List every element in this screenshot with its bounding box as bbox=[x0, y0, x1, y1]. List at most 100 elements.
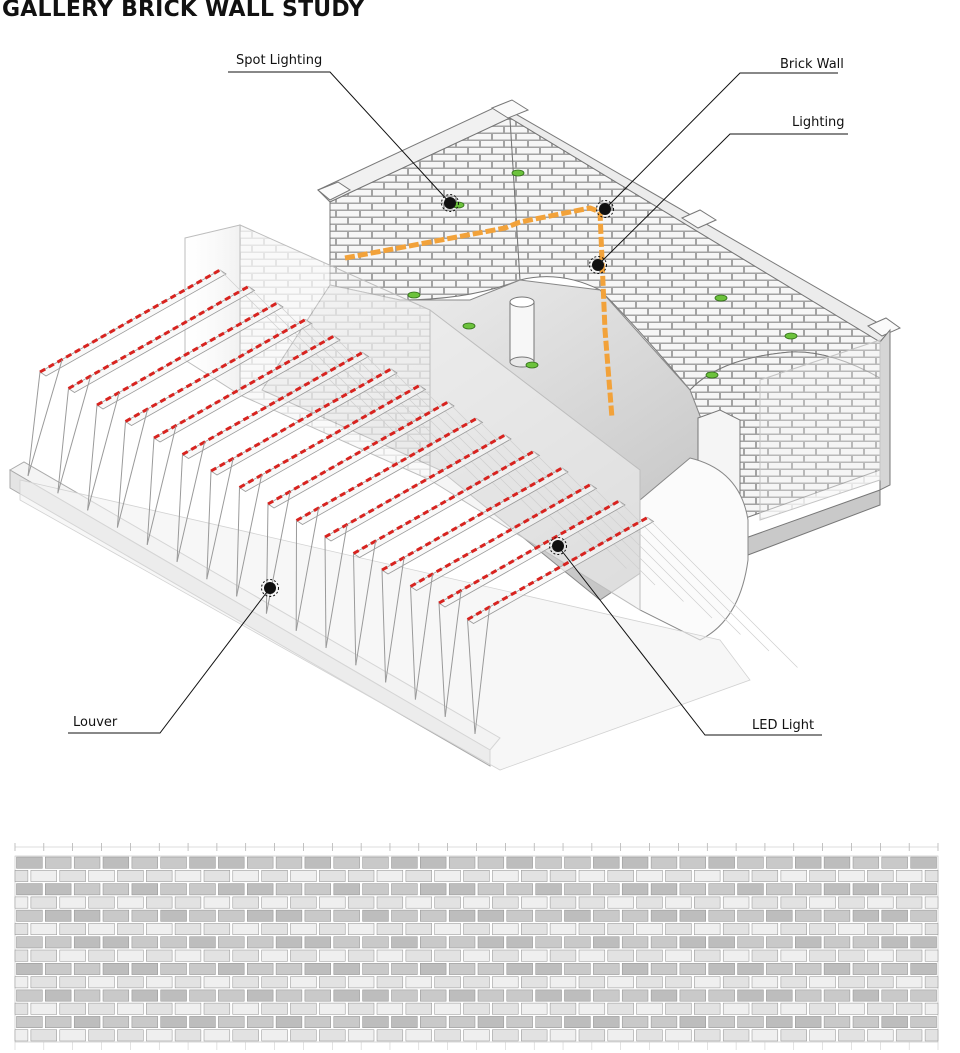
elevation-brick bbox=[881, 883, 908, 896]
elevation-brick bbox=[290, 1029, 317, 1042]
elevation-brick bbox=[852, 909, 880, 922]
elevation-brick bbox=[593, 909, 620, 922]
elevation-brick bbox=[737, 989, 764, 1002]
elevation-brick bbox=[434, 1002, 461, 1015]
elevation-brick bbox=[275, 909, 303, 922]
elevation-brick bbox=[45, 909, 72, 922]
elevation-brick bbox=[131, 963, 158, 975]
elevation-brick bbox=[376, 1002, 404, 1015]
elevation-brick bbox=[448, 936, 476, 949]
elevation-brick bbox=[102, 856, 130, 869]
elevation-brick bbox=[203, 976, 231, 989]
elevation-brick bbox=[895, 976, 923, 989]
elevation-brick bbox=[275, 856, 303, 869]
marker-louver bbox=[261, 579, 279, 597]
elevation-brick bbox=[391, 909, 418, 922]
elevation-brick bbox=[88, 1029, 115, 1042]
elevation-brick bbox=[621, 1016, 649, 1028]
elevation-brick bbox=[290, 870, 317, 882]
elevation-brick bbox=[347, 896, 375, 909]
elevation-brick bbox=[867, 896, 894, 909]
elevation-brick bbox=[593, 1016, 620, 1028]
elevation-brick bbox=[549, 923, 577, 935]
elevation-brick bbox=[30, 870, 57, 882]
elevation-brick bbox=[593, 989, 620, 1002]
elevation-brick bbox=[506, 989, 533, 1002]
elevation-brick bbox=[722, 949, 750, 962]
elevation-brick bbox=[823, 883, 851, 896]
elevation-brick bbox=[102, 909, 130, 922]
elevation-brick bbox=[492, 1002, 519, 1015]
elevation-brick bbox=[463, 976, 490, 989]
elevation-brick bbox=[73, 909, 101, 922]
elevation-brick bbox=[102, 1016, 130, 1028]
elevation-brick bbox=[362, 883, 389, 896]
marker-lighting bbox=[589, 256, 607, 274]
elevation-brick bbox=[434, 923, 461, 935]
elevation-brick bbox=[823, 909, 851, 922]
elevation-brick bbox=[881, 963, 908, 975]
elevation-brick bbox=[362, 1016, 389, 1028]
louver-fin bbox=[57, 285, 399, 494]
elevation-brick bbox=[420, 936, 447, 949]
elevation-brick bbox=[174, 1029, 202, 1042]
elevation-brick bbox=[607, 976, 634, 989]
elevation-brick bbox=[160, 883, 187, 896]
elevation-brick bbox=[636, 976, 663, 989]
elevation-brick bbox=[405, 896, 432, 909]
elevation-brick bbox=[117, 870, 144, 882]
elevation-brick bbox=[261, 949, 288, 962]
elevation-brick bbox=[261, 1029, 288, 1042]
elevation-brick bbox=[14, 923, 29, 935]
elevation-brick bbox=[838, 1002, 865, 1015]
elevation-brick bbox=[232, 976, 259, 989]
elevation-brick bbox=[347, 870, 375, 882]
elevation-brick bbox=[434, 949, 461, 962]
elevation-brick bbox=[160, 963, 187, 975]
elevation-brick bbox=[146, 976, 173, 989]
label-brick-wall: Brick Wall bbox=[780, 57, 844, 72]
elevation-brick bbox=[895, 923, 923, 935]
elevation-brick bbox=[319, 896, 346, 909]
elevation-brick bbox=[405, 976, 432, 989]
elevation-brick bbox=[881, 856, 908, 869]
elevation-brick bbox=[694, 976, 721, 989]
elevation-brick bbox=[73, 963, 101, 975]
elevation-brick bbox=[521, 976, 548, 989]
elevation-brick bbox=[838, 896, 865, 909]
elevation-brick bbox=[578, 949, 606, 962]
elevation-brick bbox=[218, 989, 245, 1002]
elevation-brick bbox=[852, 989, 880, 1002]
spot-lights bbox=[407, 169, 798, 379]
elevation-brick bbox=[73, 936, 101, 949]
elevation-brick bbox=[232, 1002, 259, 1015]
elevation-brick bbox=[492, 976, 519, 989]
elevation-brick bbox=[333, 856, 360, 869]
callout-leaders bbox=[68, 71, 848, 736]
elevation-brick bbox=[535, 1016, 562, 1028]
elevation-brick bbox=[607, 896, 634, 909]
elevation-brick bbox=[88, 949, 115, 962]
elevation-brick bbox=[780, 1002, 807, 1015]
elevation-brick bbox=[203, 1002, 231, 1015]
elevation-brick bbox=[117, 976, 144, 989]
elevation-brick bbox=[477, 883, 505, 896]
elevation-brick bbox=[578, 870, 606, 882]
elevation-brick bbox=[809, 1002, 836, 1015]
elevation-brick bbox=[131, 1016, 158, 1028]
elevation-brick bbox=[578, 896, 606, 909]
elevation-brick bbox=[867, 1002, 894, 1015]
elevation-brick bbox=[261, 1002, 288, 1015]
elevation-brick bbox=[290, 896, 317, 909]
elevation-brick bbox=[290, 1002, 317, 1015]
elevation-brick bbox=[895, 896, 923, 909]
elevation-brick bbox=[535, 883, 562, 896]
elevation-brick bbox=[73, 1016, 101, 1028]
elevation-brick bbox=[391, 936, 418, 949]
elevation-brick bbox=[881, 936, 908, 949]
elevation-brick bbox=[45, 989, 72, 1002]
elevation-brick bbox=[218, 936, 245, 949]
elevation-brick bbox=[751, 1002, 779, 1015]
elevation-brick bbox=[665, 1002, 692, 1015]
elevation-brick bbox=[45, 1016, 72, 1028]
